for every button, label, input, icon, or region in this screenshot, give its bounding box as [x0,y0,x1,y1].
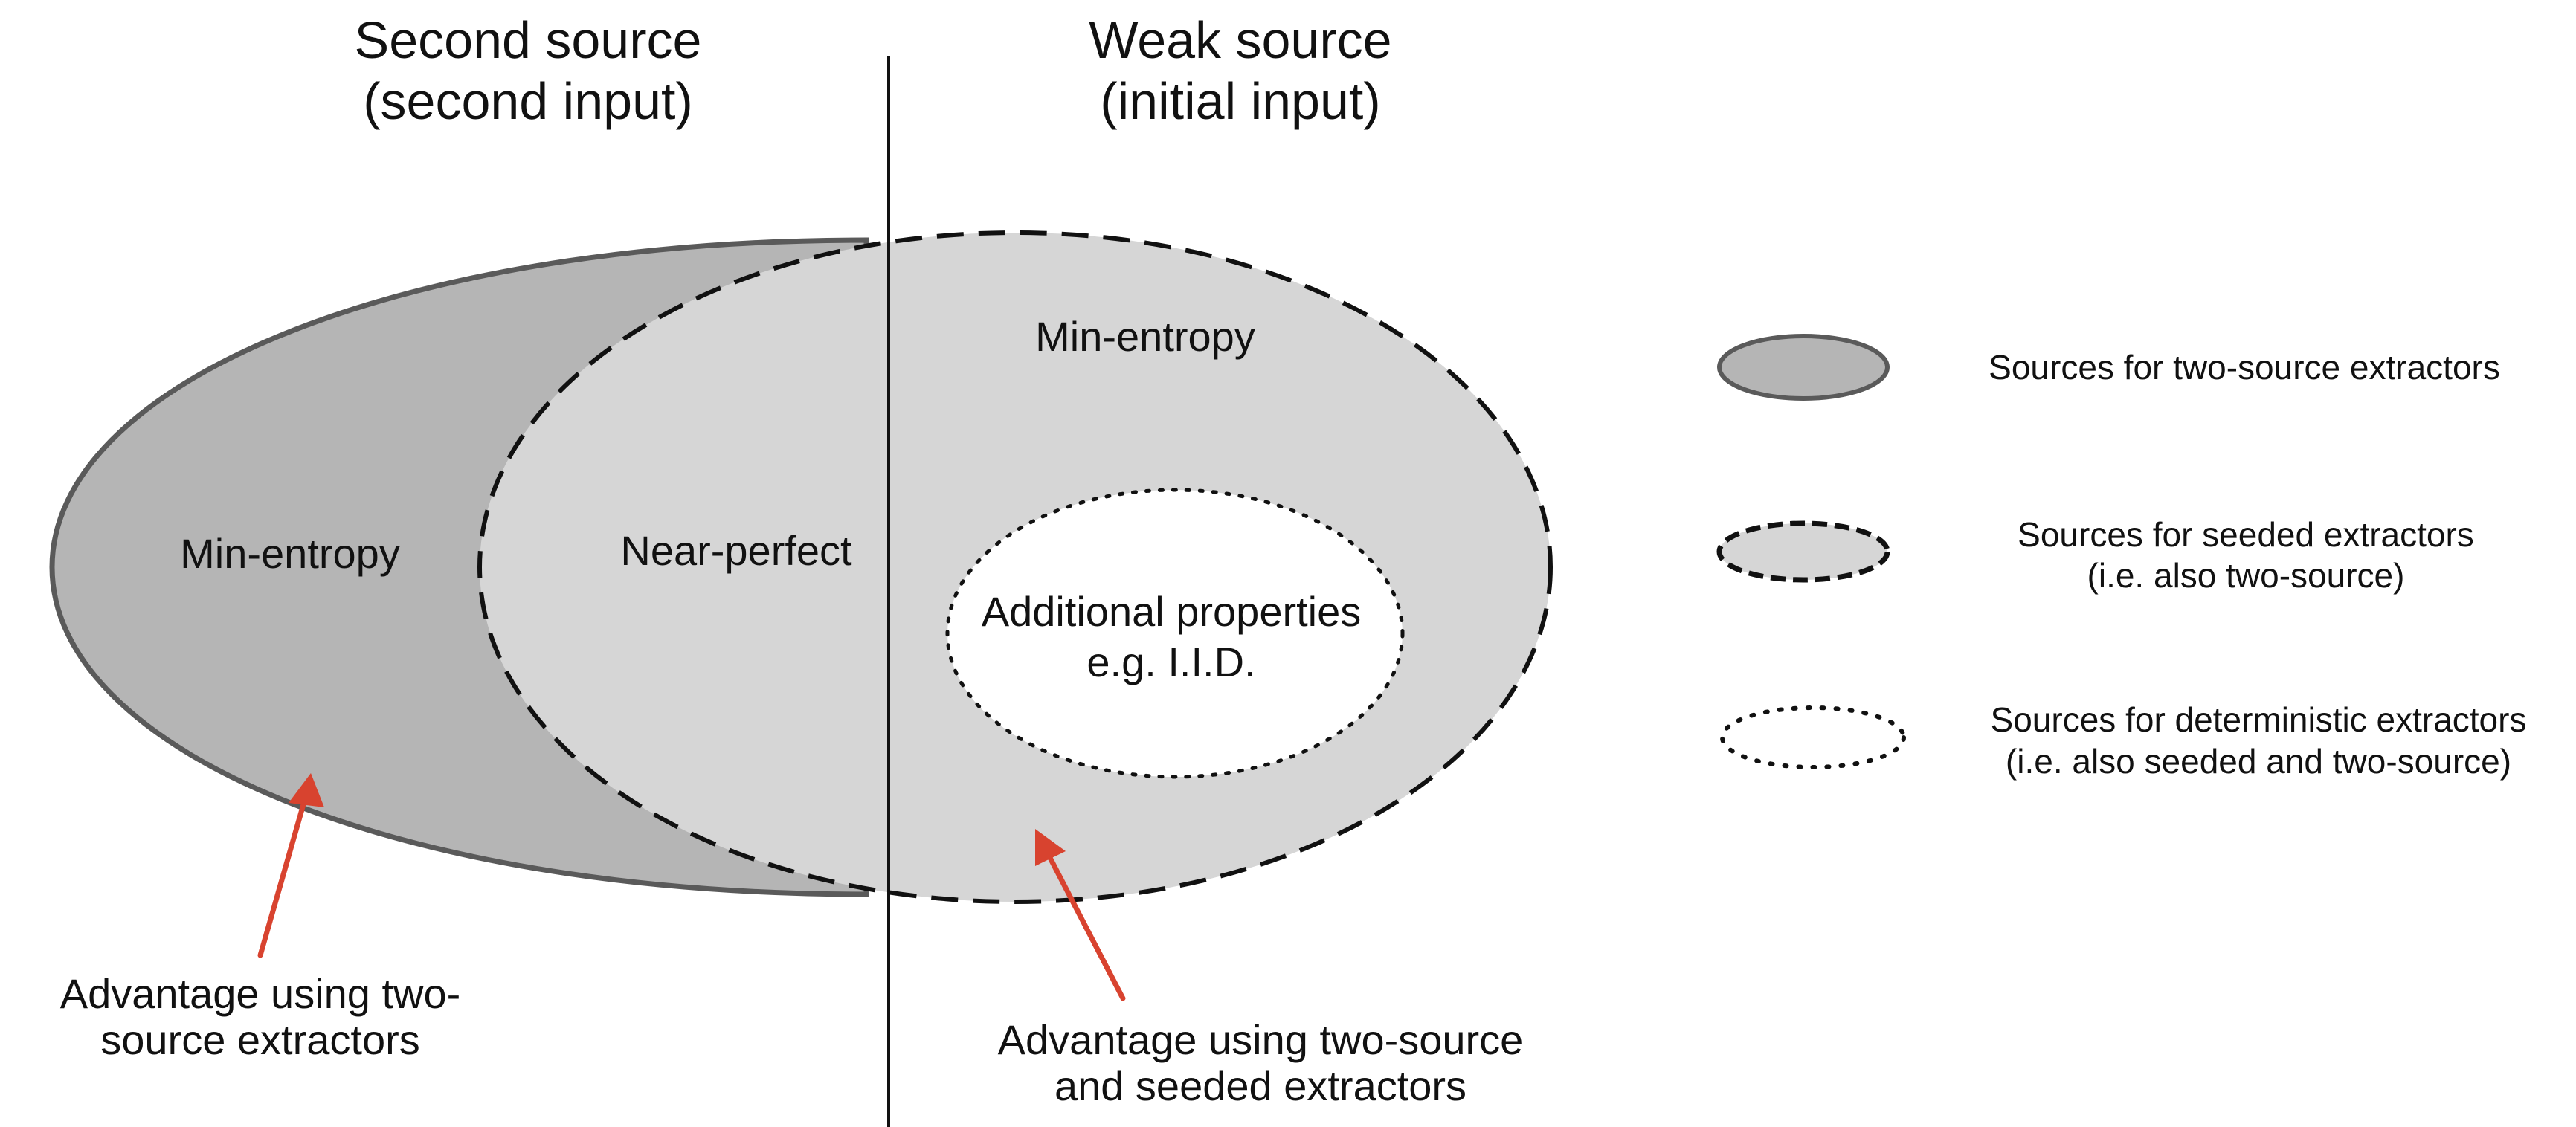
right-header-line1: Weak source [1089,11,1391,69]
near-perfect-label: Near-perfect [620,527,852,574]
legend-item3-line2: (i.e. also seeded and two-source) [2006,742,2511,781]
deterministic-region [945,488,1405,779]
weak-min-entropy-label: Min-entropy [1035,313,1255,360]
right-header-line2: (initial input) [1100,72,1380,130]
legend-deterministic-swatch [1720,705,1906,769]
left-arrow [257,773,324,958]
legend-item2-line1: Sources for seeded extractors [2018,515,2474,554]
legend-item2-line2: (i.e. also two-source) [2087,556,2405,595]
inner-label-line1: Additional properties [982,588,1362,635]
right-annotation-line1: Advantage using two-source [998,1016,1524,1063]
legend-seeded-swatch [1716,520,1890,583]
left-annotation-line1: Advantage using two- [60,970,461,1017]
legend-two-source-swatch [1717,334,1890,401]
inner-label-line2: e.g. I.I.D. [1086,639,1255,685]
legend-item3-line1: Sources for deterministic extractors [1991,700,2527,739]
left-header-line2: (second input) [363,72,693,130]
right-arrow [1035,829,1126,1001]
left-annotation-line2: source extractors [100,1016,420,1063]
legend: Sources for two-source extractors Source… [1716,334,2527,781]
right-annotation-line2: and seeded extractors [1054,1062,1466,1109]
left-header-line1: Second source [355,11,702,69]
outer-region-label: Min-entropy [180,530,400,577]
legend-item1-line1: Sources for two-source extractors [1989,348,2500,387]
